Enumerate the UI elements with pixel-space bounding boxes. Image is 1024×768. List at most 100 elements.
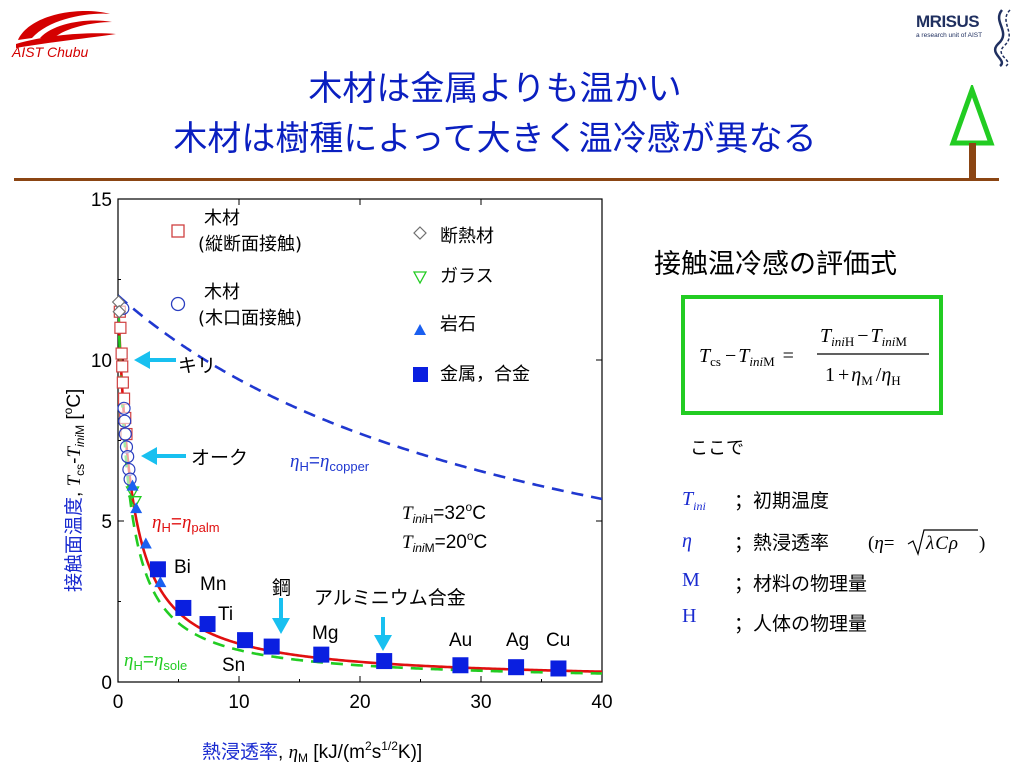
legend-marker-wood-cross (171, 224, 185, 238)
wood-cross-point (115, 347, 128, 360)
definitions-heading: ここで (690, 438, 744, 459)
metal-point (508, 659, 525, 676)
chart-legend: 木材 (縦断面接触) 木材 (木口面接触) 断熱材 ガラス 岩石 金属，合金 (170, 208, 530, 385)
label-mg: Mg (312, 623, 338, 644)
wood-cross-point (114, 321, 127, 334)
evaluation-formula-title: 接触温冷感の評価式 (654, 249, 897, 280)
metal-point (175, 599, 192, 616)
legend-label-metal: 金属，合金 (440, 364, 530, 385)
mrisus-dna-icon (993, 9, 1011, 67)
legend-label-glass: ガラス (440, 266, 494, 287)
metal-point (452, 657, 469, 674)
glass-point (127, 496, 143, 510)
y-tick-label: 0 (101, 673, 112, 694)
annotation-oak: オーク (141, 447, 248, 469)
x-tick-label: 40 (591, 692, 612, 713)
label-bi: Bi (174, 557, 191, 578)
legend-label-insulator: 断熱材 (440, 226, 494, 247)
legend-label-wood-cross-1: 木材 (204, 208, 240, 229)
curve-label-palm: ηH=ηpalm (152, 512, 220, 535)
x-tick-label: 20 (349, 692, 370, 713)
legend-label-wood-cross-2: (縦断面接触) (198, 234, 302, 255)
definition-m: ；材料の物理量 (734, 573, 868, 595)
wood-cross-point (116, 376, 129, 389)
label-ti: Ti (218, 604, 233, 625)
condition-tiniM: TiniM=20oC (402, 529, 487, 555)
curve-line (118, 295, 602, 675)
metal-labels: Bi Mn Ti Mg Sn Au Ag Cu (174, 557, 570, 676)
aist-chubu-text: AIST Chubu (12, 44, 89, 60)
label-au: Au (449, 630, 472, 651)
x-tick-label: 30 (470, 692, 491, 713)
mrisus-logo-subtitle: a research unit of AIST (916, 32, 983, 39)
label-cu: Cu (546, 630, 570, 651)
svg-text:アルミニウム合金: アルミニウム合金 (314, 587, 466, 609)
rock-point (126, 479, 139, 491)
symbol-m: M (682, 569, 700, 591)
condition-tiniH: TiniH=32oC (402, 500, 486, 526)
svg-text:Tcs−TiniM=: Tcs−TiniM= (699, 345, 794, 369)
wood-end-point (121, 450, 135, 464)
rock-point (139, 537, 152, 549)
eta-definition: (η= λCρ ) (868, 529, 985, 556)
x-tick-label: 10 (228, 692, 249, 713)
metal-point (263, 638, 280, 655)
metal-point (550, 660, 567, 677)
metal-point (149, 561, 166, 578)
svg-text:TiniH−TiniM: TiniH−TiniM (820, 325, 907, 349)
mrisus-logo-title: MRISUS (916, 12, 980, 31)
page-title-line1: 木材は金属よりも温かい (308, 69, 682, 109)
tree-icon (949, 85, 995, 178)
annotation-steel: 鋼 (272, 577, 291, 634)
y-tick-label: 10 (91, 351, 112, 372)
y-axis-title: 接触面温度, Tcs-TiniM [oC] (61, 389, 87, 592)
curve-line (118, 294, 602, 501)
aist-chubu-logo (16, 11, 116, 48)
metal-point (313, 646, 330, 663)
annotation-aluminum: アルミニウム合金 (314, 587, 466, 651)
rock-point (130, 502, 143, 514)
legend-marker-metal (413, 367, 428, 382)
svg-text:オーク: オーク (191, 447, 248, 469)
label-ag: Ag (506, 630, 529, 651)
wood-end-point (118, 414, 132, 428)
annotation-kiri: キリ (134, 351, 216, 377)
symbol-h: H (682, 605, 697, 627)
y-tick-label: 5 (101, 512, 112, 533)
insulator-point (112, 304, 126, 319)
page-title-line2: 木材は樹種によって大きく温冷感が異なる (173, 119, 817, 159)
curve-label-sole: ηH=ηsole (124, 650, 187, 673)
metal-point (376, 653, 393, 670)
title-divider (14, 178, 999, 181)
chart-curves (118, 294, 602, 675)
formula-box: Tcs−TiniM= TiniH−TiniM 1+ηM/ηH (681, 295, 943, 415)
svg-text:キリ: キリ (178, 355, 216, 377)
wood-end-point (118, 427, 132, 441)
metal-point (199, 616, 216, 633)
svg-text:): ) (979, 533, 985, 554)
legend-label-wood-end-2: (木口面接触) (198, 308, 302, 329)
definition-h: ；人体の物理量 (734, 613, 868, 635)
formula: Tcs−TiniM= TiniH−TiniM 1+ηM/ηH (699, 325, 929, 388)
legend-label-wood-end-1: 木材 (204, 282, 240, 303)
legend-marker-insulator (413, 226, 427, 240)
legend-marker-wood-end (170, 296, 186, 312)
svg-text:λCρ: λCρ (925, 533, 958, 554)
label-sn: Sn (222, 655, 245, 676)
wood-end-point (117, 401, 131, 415)
legend-marker-rock (414, 324, 426, 335)
wood-cross-point (116, 360, 129, 373)
svg-text:1+ηM/ηH: 1+ηM/ηH (825, 364, 901, 388)
chart-marks (111, 295, 567, 677)
curve-label-copper: ηH=ηcopper (290, 451, 370, 474)
definition-tini: ；初期温度 (734, 490, 830, 512)
y-tick-label: 15 (91, 190, 112, 211)
symbol-eta: η (682, 530, 692, 552)
svg-text:鋼: 鋼 (272, 577, 291, 599)
legend-label-rock: 岩石 (440, 314, 476, 335)
x-axis-title: 熱浸透率, ηM [kJ/(m2s1/2K)] (202, 739, 422, 765)
metal-point (237, 632, 254, 649)
label-mn: Mn (200, 574, 226, 595)
